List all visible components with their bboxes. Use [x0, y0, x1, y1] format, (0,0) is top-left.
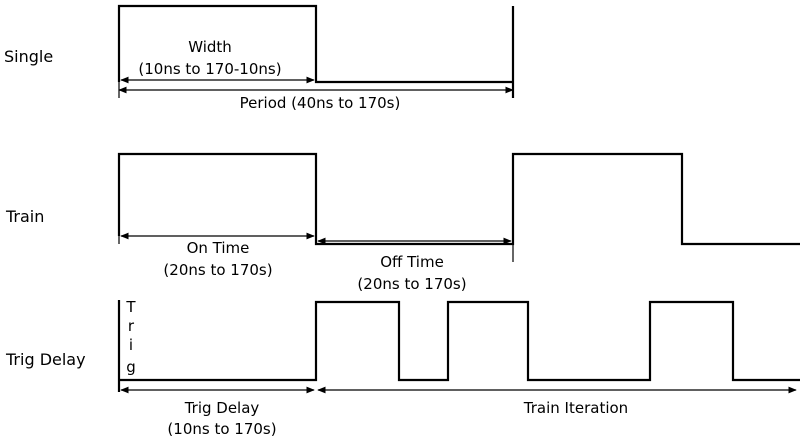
row-label-train: Train — [5, 207, 44, 226]
trig-letter-r: r — [128, 317, 135, 335]
single-width-label: Width — [188, 38, 232, 56]
single-waveform-group: Width (10ns to 170-10ns) Period (40ns to… — [117, 4, 515, 112]
row-label-single: Single — [4, 47, 53, 66]
train-off-time-label: Off Time — [380, 253, 444, 271]
train-on-time-label: On Time — [187, 239, 250, 257]
trig-delay-label: Trig Delay — [184, 399, 260, 417]
train-waveform — [117, 152, 800, 246]
trig-delay-waveform-group: T r i g Trig Delay (10ns to 170s) Train … — [117, 298, 800, 438]
single-waveform — [117, 4, 513, 84]
trig-letter-t: T — [125, 298, 136, 316]
trig-letter-g: g — [126, 358, 136, 376]
train-on-time-range: (20ns to 170s) — [163, 261, 272, 279]
trig-letter-i: i — [129, 336, 133, 354]
trig-delay-waveform — [119, 300, 800, 382]
train-waveform-group: On Time (20ns to 170s) Off Time (20ns to… — [117, 152, 800, 293]
train-iteration-label: Train Iteration — [523, 399, 628, 417]
single-period-label: Period (40ns to 170s) — [240, 94, 401, 112]
train-off-time-range: (20ns to 170s) — [357, 275, 466, 293]
row-label-trig-delay: Trig Delay — [5, 350, 86, 369]
trig-delay-range: (10ns to 170s) — [167, 420, 276, 438]
single-width-range: (10ns to 170-10ns) — [138, 60, 281, 78]
